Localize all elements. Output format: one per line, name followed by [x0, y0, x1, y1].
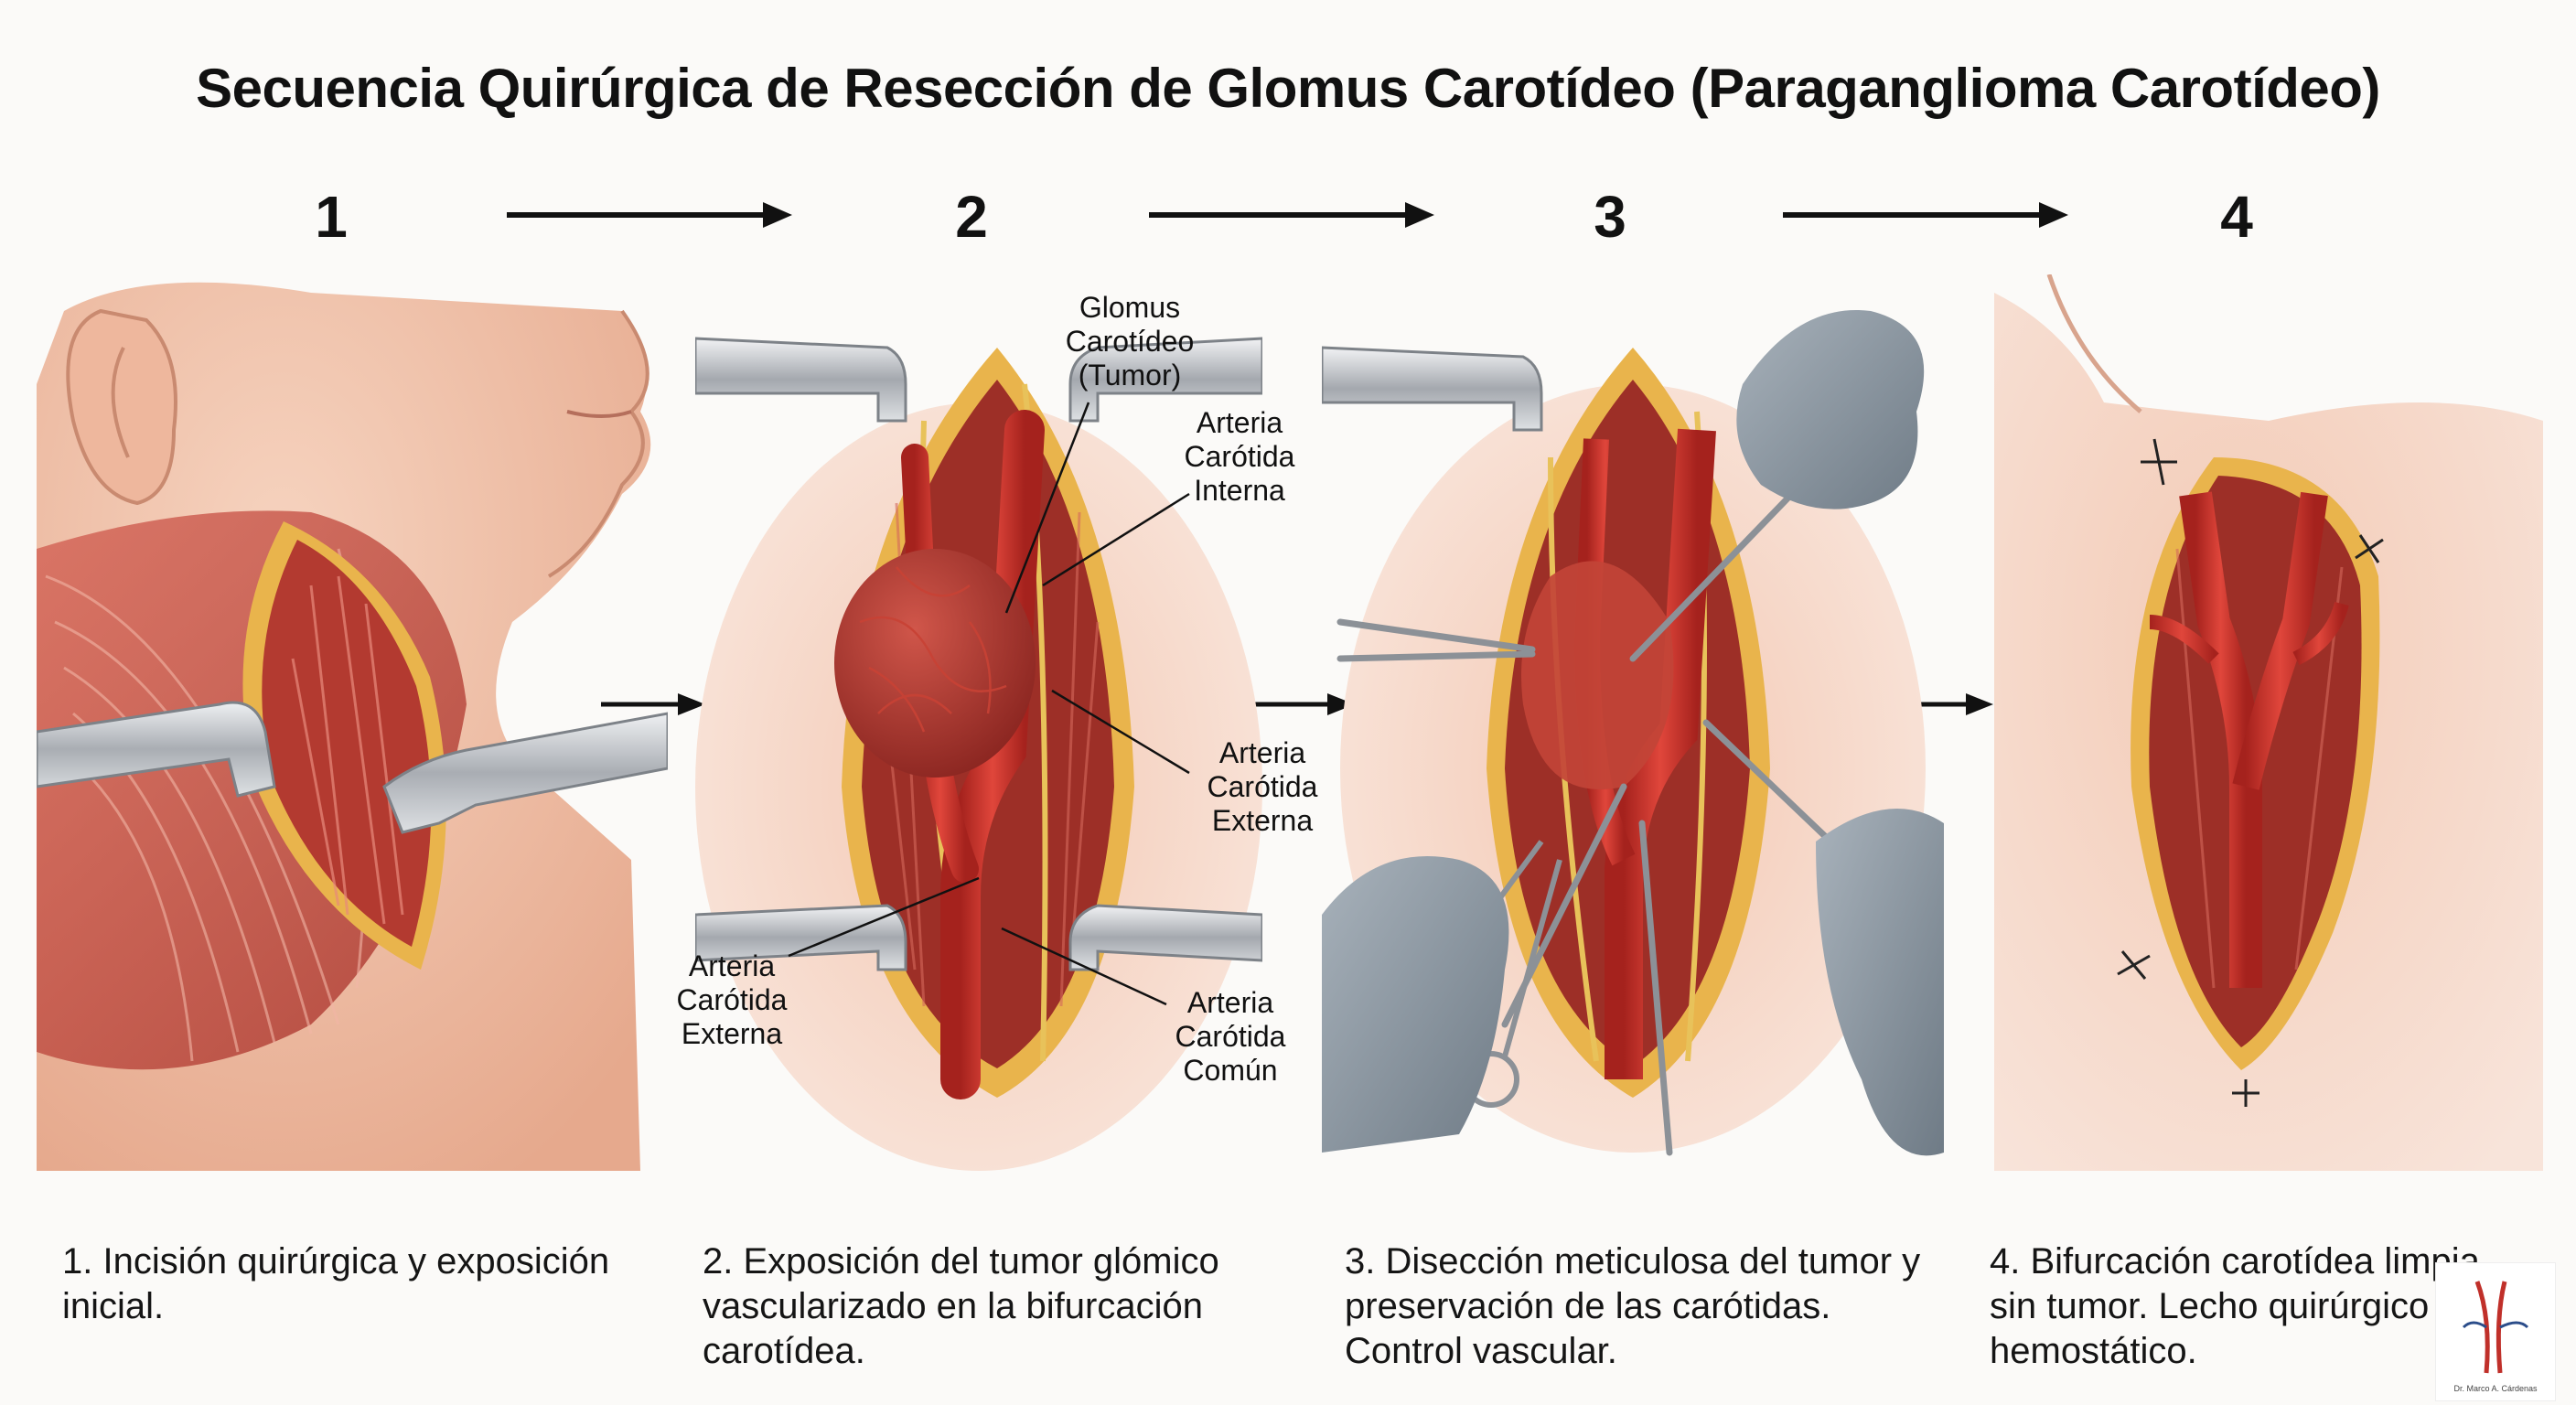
step-number-3: 3	[1594, 184, 1626, 250]
panel-1-neck-incision	[37, 274, 668, 1171]
caption-step-1: 1. Incisión quirúrgica y exposición inic…	[62, 1241, 610, 1326]
page-title: Secuencia Quirúrgica de Resección de Glo…	[196, 58, 2380, 119]
panel-4-closure	[1994, 274, 2543, 1171]
caption-step-3: 3. Disección meticulosa del tumor y pres…	[1345, 1241, 1921, 1371]
label-arteria-carotida-interna: Arteria Carótida Interna	[1184, 406, 1295, 507]
arrow-right-icon	[1250, 693, 1355, 715]
arrow-right-icon	[1783, 202, 2068, 228]
label-arteria-carotida-externa-right: Arteria Carótida Externa	[1207, 736, 1318, 837]
arrow-right-icon	[507, 202, 792, 228]
label-glomus-carotideo: Glomus Carotídeo (Tumor)	[1065, 291, 1195, 391]
panel-3-dissection	[1322, 274, 1944, 1171]
label-arteria-carotida-comun: Arteria Carótida Común	[1175, 986, 1286, 1087]
author-logo: Dr. Marco A. Cárdenas	[2435, 1262, 2556, 1401]
caption-step-4: 4. Bifurcación carotídea limpia sin tumo…	[1990, 1241, 2480, 1371]
step-number-2: 2	[955, 184, 988, 250]
caption-step-2: 2. Exposición del tumor glómico vascular…	[703, 1241, 1219, 1371]
label-arteria-carotida-externa-left: Arteria Carótida Externa	[676, 949, 788, 1050]
arrow-right-icon	[601, 693, 705, 715]
step-number-1: 1	[315, 184, 348, 250]
arrow-right-icon	[1149, 202, 1434, 228]
svg-text:Dr. Marco A. Cárdenas: Dr. Marco A. Cárdenas	[2453, 1384, 2538, 1393]
step-number-4: 4	[2220, 184, 2253, 250]
